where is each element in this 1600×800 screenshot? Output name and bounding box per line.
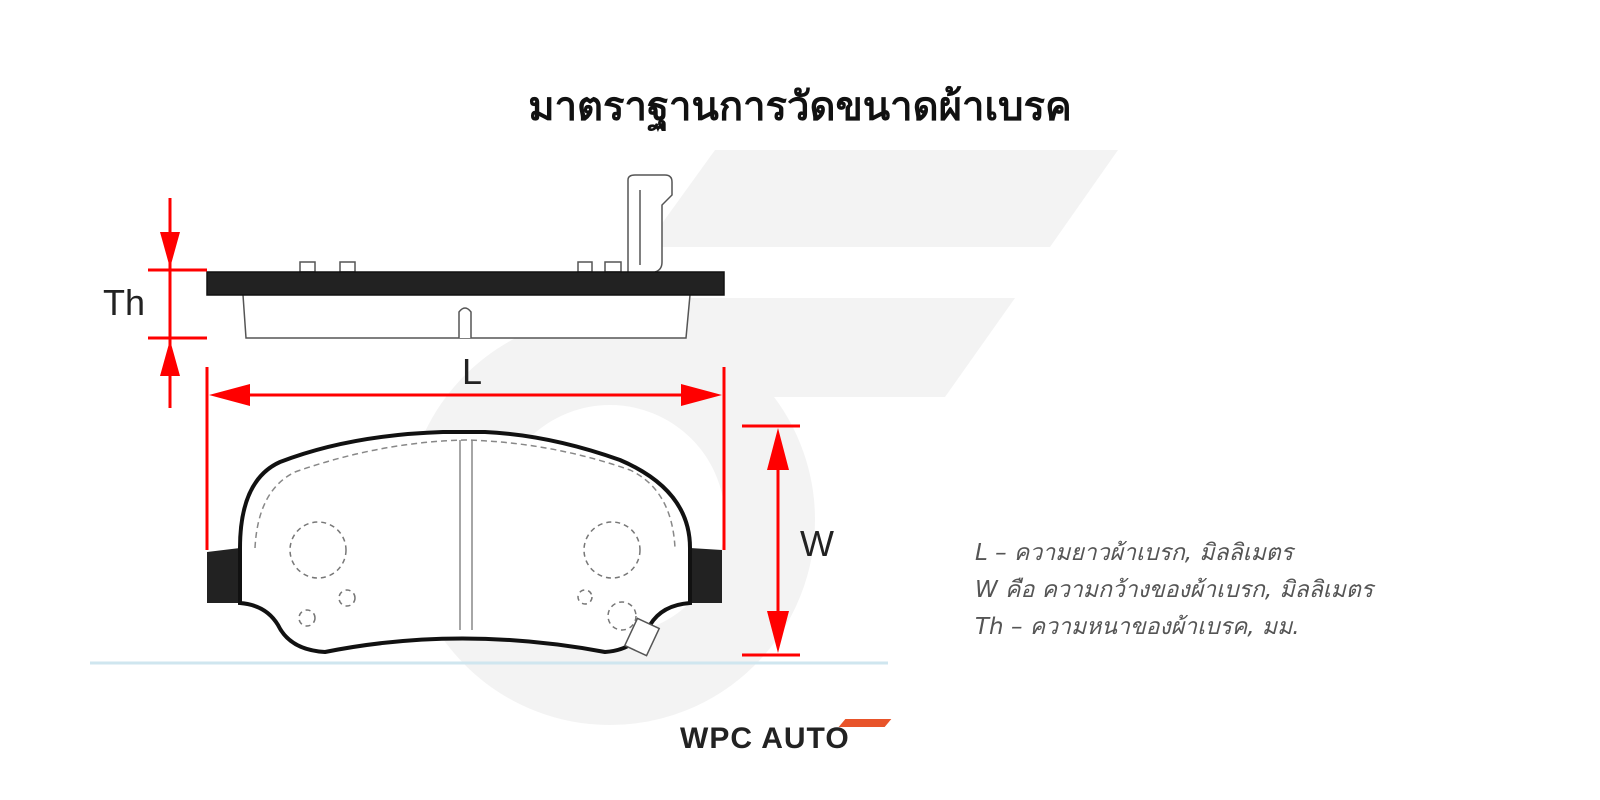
length-label: L bbox=[462, 351, 482, 392]
thickness-dimension bbox=[148, 198, 207, 408]
legend-item-length: L – ความยาวผ้าเบรก, มิลลิเมตร bbox=[975, 540, 1294, 566]
pad-front-view bbox=[207, 430, 722, 657]
brand-logo: WPC AUTO bbox=[680, 722, 850, 755]
page-title: มาตราฐานการวัดขนาดผ้าเบรค bbox=[528, 84, 1072, 130]
legend-item-width: W คือ ความกว้างของผ้าเบรก, มิลลิเมตร bbox=[975, 577, 1374, 603]
wear-sensor bbox=[623, 617, 661, 657]
legend: L – ความยาวผ้าเบรก, มิลลิเมตร W คือ ความ… bbox=[975, 535, 1373, 646]
legend-item-thickness: Th – ความหนาของผ้าเบรค, มม. bbox=[975, 614, 1300, 640]
width-dimension bbox=[742, 424, 800, 657]
thickness-label: Th bbox=[103, 282, 145, 323]
pad-side-view bbox=[206, 174, 725, 339]
length-dimension bbox=[205, 367, 726, 550]
width-label: W bbox=[800, 523, 834, 564]
